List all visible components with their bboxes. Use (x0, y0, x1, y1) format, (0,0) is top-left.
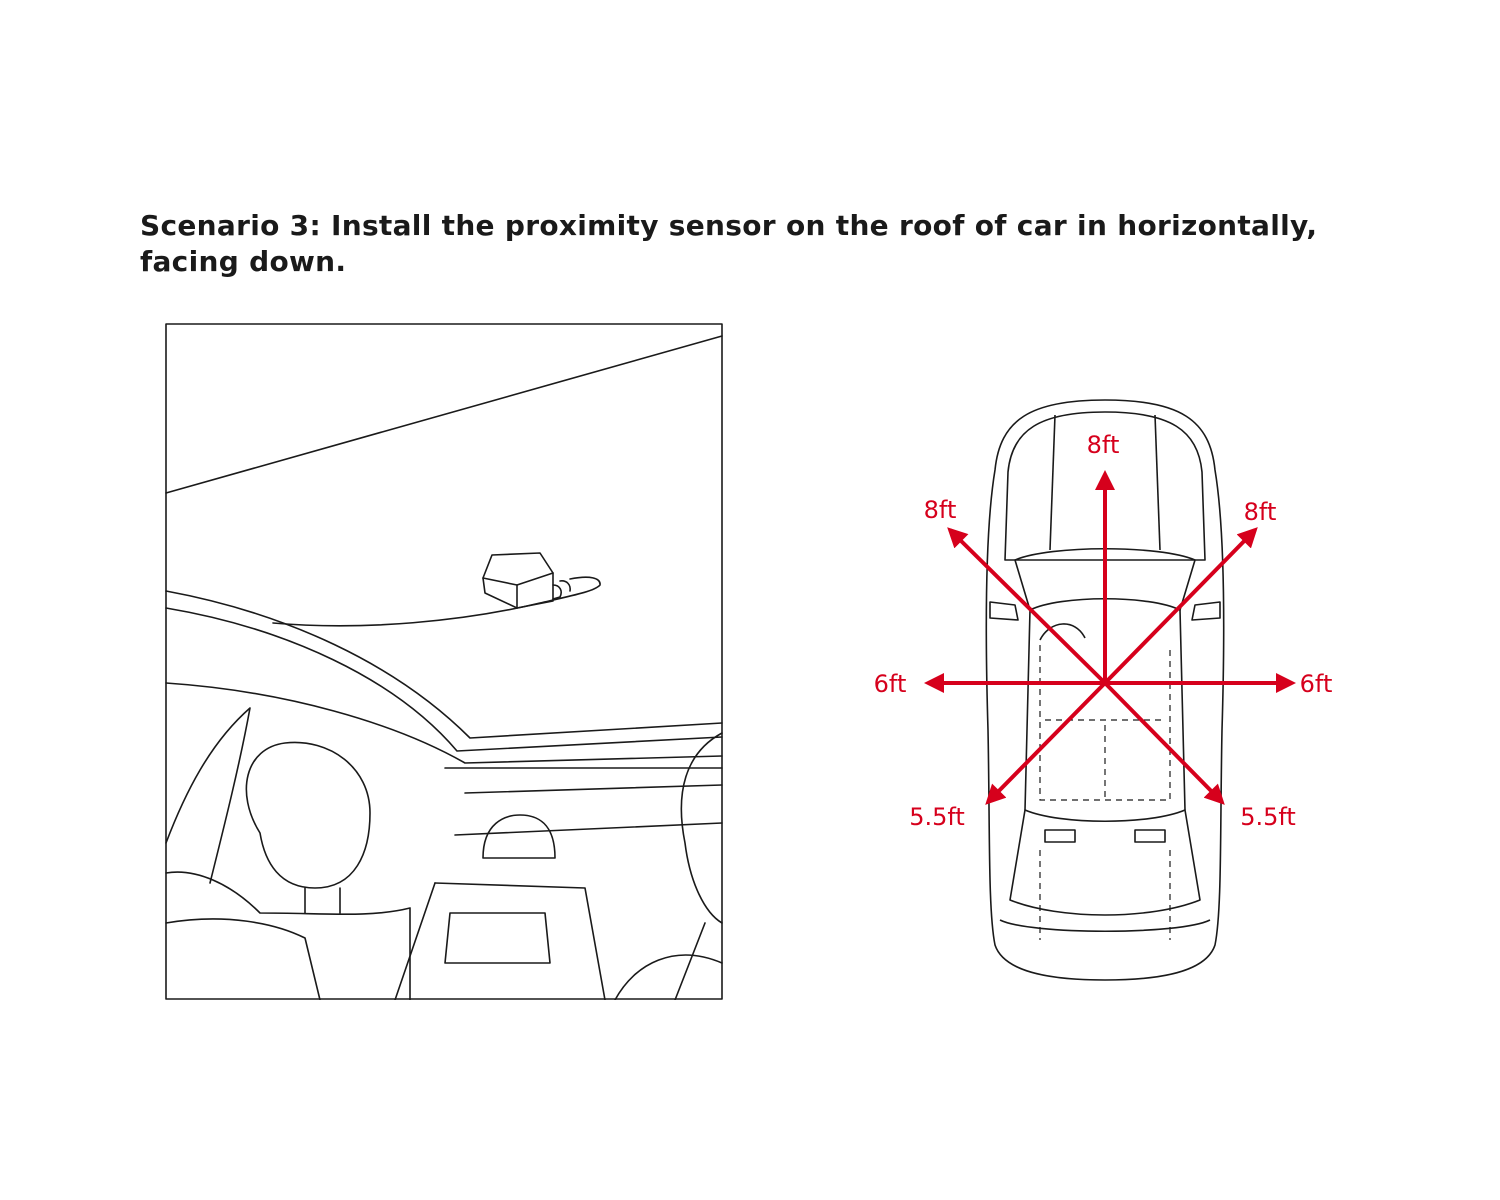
car-body (985, 399, 1225, 981)
illustration-frame (165, 323, 723, 1000)
heading-line-1: Scenario 3: Install the proximity sensor… (140, 209, 1318, 242)
right-mirror (1191, 601, 1221, 621)
left-headrest (245, 741, 371, 889)
label-rear-right: 5.5ft (1240, 803, 1296, 831)
label-left: 6ft (874, 670, 907, 698)
range-arrows (924, 470, 1296, 805)
right-headrest (680, 732, 723, 924)
rear-window (444, 912, 551, 964)
arrow-rear-right (1103, 681, 1225, 805)
arrow-front-left (947, 527, 1107, 685)
heading-line-2: facing down. (140, 245, 347, 278)
label-right: 6ft (1300, 670, 1333, 698)
windshield (1014, 547, 1196, 611)
proximity-sensor-device (482, 552, 571, 609)
label-rear-left: 5.5ft (909, 803, 965, 831)
car-top-outline (985, 399, 1225, 981)
left-mirror (989, 601, 1019, 621)
arrow-front-right (1103, 527, 1258, 685)
scenario-heading: Scenario 3: Install the proximity sensor… (140, 208, 1400, 280)
label-front-right: 8ft (1244, 498, 1277, 526)
top-view-range-diagram: 8ft 8ft 8ft 6ft 6ft 5.5ft 5.5ft (874, 399, 1333, 981)
rear-window-top (1009, 809, 1201, 916)
roof-edge-line (165, 335, 723, 494)
car-interior-illustration (165, 323, 723, 1000)
label-front: 8ft (1087, 431, 1120, 459)
rear-headrest (482, 814, 556, 859)
arrow-rear-left (985, 681, 1107, 805)
label-front-left: 8ft (924, 496, 957, 524)
